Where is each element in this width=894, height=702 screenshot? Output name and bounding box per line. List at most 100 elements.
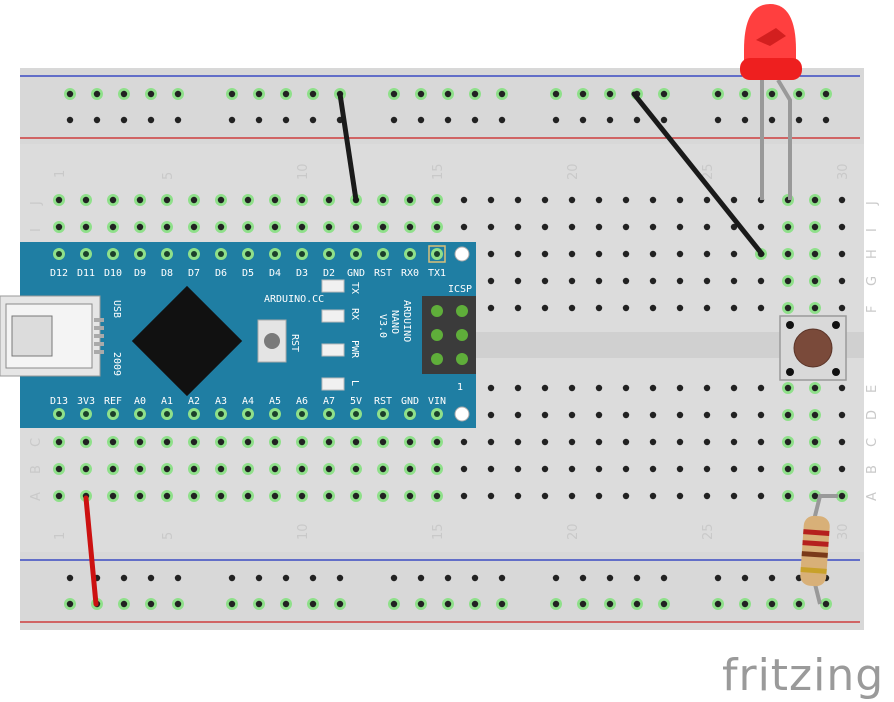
breadboard-hole-center [174,116,182,124]
breadboard-hole-center [838,196,846,204]
breadboard-hole-center [514,277,522,285]
breadboard-hole-center [66,90,74,98]
breadboard-hole-center [298,223,306,231]
brand-label: ARDUINO.CC [264,294,324,305]
breadboard-hole-center [703,223,711,231]
breadboard-hole-center [838,277,846,285]
breadboard-hole-center [622,196,630,204]
breadboard-hole-center [622,411,630,419]
breadboard-hole-center [379,492,387,500]
breadboard-hole-center [406,223,414,231]
breadboard-hole-center [703,492,711,500]
breadboard-hole-center [552,90,560,98]
breadboard-hole-center [649,465,657,473]
breadboard-hole-center [811,384,819,392]
breadboard-hole-center [579,116,587,124]
usb-label: USB [111,300,122,318]
breadboard-hole-center [730,250,738,258]
breadboard-hole-center [228,600,236,608]
breadboard-hole-center [541,384,549,392]
breadboard-hole-center [433,223,441,231]
breadboard-hole-center [417,600,425,608]
breadboard-hole-center [768,90,776,98]
breadboard-hole-center [768,116,776,124]
breadboard-hole-center [730,492,738,500]
breadboard-hole-center [514,438,522,446]
breadboard-hole-center [390,574,398,582]
breadboard-hole-center [595,438,603,446]
breadboard-hole-center [487,492,495,500]
breadboard-hole-center [282,600,290,608]
fritzing-logo: fritzing [722,650,884,701]
breadboard-hole-center [741,574,749,582]
breadboard-hole-center [541,223,549,231]
column-number-bottom: 30 [836,523,851,540]
nano-pin-label-top: D9 [134,268,146,279]
nano-pin-label-top: D8 [161,268,173,279]
icsp-label: ICSP [448,284,472,295]
breadboard-hole-center [109,492,117,500]
breadboard-hole-center [514,465,522,473]
column-number-bottom: 25 [701,523,716,540]
breadboard-hole-center [757,438,765,446]
nano-pin-label-bottom: GND [401,396,419,407]
breadboard-hole-center [190,438,198,446]
breadboard-hole-center [163,196,171,204]
breadboard-hole-center [444,116,452,124]
breadboard-hole-center [217,196,225,204]
breadboard-hole-center [487,223,495,231]
breadboard-hole-center [838,384,846,392]
breadboard-hole-center [730,223,738,231]
breadboard-hole-center [633,600,641,608]
breadboard-hole-center [55,196,63,204]
breadboard-hole-center [784,438,792,446]
breadboard-hole-center [795,116,803,124]
breadboard-hole-center [66,600,74,608]
row-label: C [865,438,880,447]
breadboard-hole-center [66,116,74,124]
breadboard-hole-center [444,600,452,608]
breadboard-hole-center [795,600,803,608]
breadboard-hole-center [514,304,522,312]
breadboard-hole-center [93,90,101,98]
breadboard-hole-center [568,304,576,312]
breadboard-hole-center [271,465,279,473]
breadboard-hole-center [784,277,792,285]
breadboard-hole-center [255,574,263,582]
breadboard-hole-center [768,574,776,582]
breadboard-hole-center [838,411,846,419]
breadboard-hole-center [406,492,414,500]
rx-led [321,309,345,323]
breadboard-hole-center [595,384,603,392]
row-label: B [29,465,44,474]
breadboard-hole-center [298,438,306,446]
breadboard-hole-center [595,492,603,500]
breadboard-hole-center [541,438,549,446]
row-label: I [29,228,44,232]
breadboard-hole-center [325,465,333,473]
breadboard-hole-center [633,116,641,124]
breadboard-hole-center [622,384,630,392]
breadboard-hole-center [309,116,317,124]
breadboard-hole-center [811,223,819,231]
breadboard-hole-center [757,223,765,231]
row-label: J [29,201,44,206]
row-label: D [865,410,880,420]
breadboard-hole-center [487,277,495,285]
breadboard-hole-center [703,465,711,473]
row-label: A [29,492,44,501]
breadboard-hole-center [136,465,144,473]
column-number-top: 5 [161,172,176,180]
column-number-bottom: 20 [566,523,581,540]
breadboard-hole-center [487,304,495,312]
breadboard-hole-center [649,223,657,231]
breadboard-hole-center [298,465,306,473]
breadboard-hole-center [417,116,425,124]
column-number-top: 1 [53,170,68,178]
nano-pin-label-top: D11 [77,268,95,279]
breadboard-hole-center [541,277,549,285]
breadboard-hole-center [822,600,830,608]
breadboard-hole-center [244,438,252,446]
breadboard-hole-center [622,277,630,285]
